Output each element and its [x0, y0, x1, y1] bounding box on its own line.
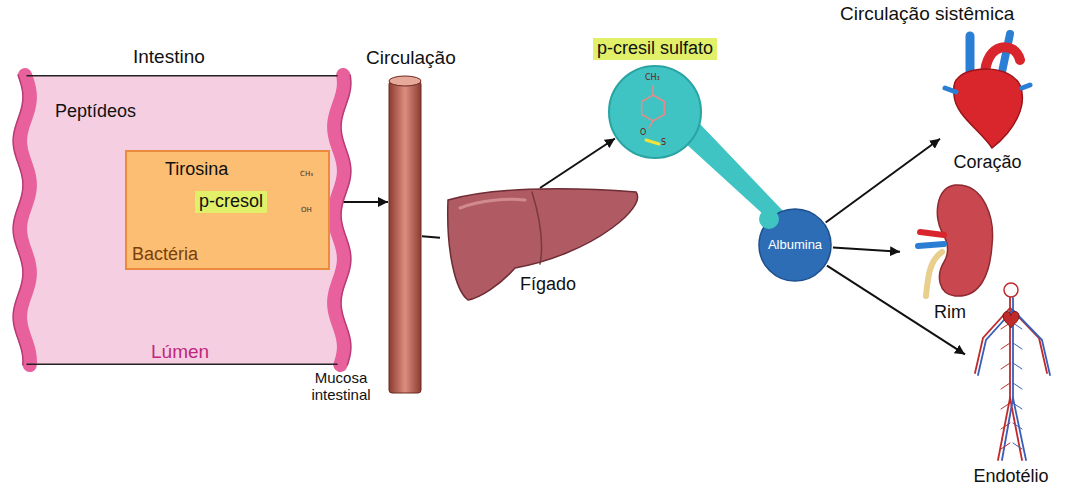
branch-line	[1013, 363, 1022, 369]
molecule-bond	[649, 121, 653, 128]
vein-line	[1002, 398, 1013, 460]
vena-cava	[966, 36, 975, 72]
molecule-name: p-cresol	[195, 191, 267, 213]
formula-label: O	[640, 129, 646, 138]
branch-line	[1013, 383, 1022, 389]
liver-lobe-line	[532, 192, 542, 264]
molecule-label: Peptídeos	[52, 100, 140, 124]
organ-label: Fígado	[520, 274, 576, 296]
lumen-fill	[27, 75, 338, 365]
branch-line	[1001, 443, 1010, 449]
sulfate-bond	[646, 140, 659, 144]
vessel-opening	[389, 76, 421, 86]
ureter	[926, 252, 942, 296]
branch-line	[1013, 403, 1022, 409]
flow-arrow	[826, 139, 940, 223]
formula-label: CH₃	[300, 171, 313, 179]
endo-shape	[965, 278, 1057, 490]
liver-organ: Fígado	[440, 188, 640, 303]
branch-line	[1013, 423, 1022, 429]
branch-line	[1001, 423, 1010, 429]
region-border	[27, 364, 337, 366]
bound-toxin-dot	[759, 209, 779, 229]
flow-arrow	[422, 236, 440, 237]
vessel-shape	[388, 75, 422, 395]
organ-label: Endotélio	[973, 466, 1048, 488]
kidney-shape	[937, 185, 992, 296]
kidney-organ: Rim	[900, 180, 1000, 330]
pulmonary-vessel	[945, 88, 956, 92]
molecule-name: Tirosina	[165, 159, 228, 181]
vein-line	[1013, 398, 1026, 460]
branch-line	[1013, 343, 1022, 349]
molecule-name: p-cresil sulfato	[593, 38, 717, 60]
renal-vein	[918, 244, 944, 246]
intestine-region: IntestinoLúmenPeptídeosBactériaTirosinap…	[15, 75, 350, 365]
wall-label: Mucosa intestinal	[298, 370, 384, 403]
head-vessels	[1004, 283, 1018, 297]
branch-line	[1001, 403, 1010, 409]
bubble-circle	[609, 66, 701, 158]
region-label: Lúmen	[151, 341, 209, 364]
pulmonary-vessel	[1022, 85, 1030, 88]
small-heart	[1003, 312, 1019, 329]
flow-arrow	[833, 247, 900, 251]
vessel-label: Circulação	[366, 47, 456, 70]
molecule-label: Tirosina	[162, 158, 232, 182]
organ-label: Rim	[934, 302, 966, 324]
branch-line	[1001, 363, 1010, 369]
vessel-tube	[389, 81, 421, 393]
intestinal-wall	[20, 75, 30, 365]
albumin-circle	[759, 209, 831, 281]
formula-label: OH	[301, 207, 312, 215]
branch-line	[1001, 383, 1010, 389]
section-title: Circulação sistêmica	[840, 4, 1014, 25]
molecule-name: Peptídeos	[55, 101, 136, 123]
vein-line	[1013, 310, 1050, 375]
wall-outline	[13, 75, 23, 365]
molecule-label: p-cresol	[192, 190, 320, 214]
branch-line	[1013, 443, 1022, 449]
formula-label: CH₃	[645, 74, 660, 83]
renal-artery	[920, 232, 944, 235]
protein-circle: Albumina	[757, 207, 833, 283]
blood-vessel: Circulação	[388, 75, 422, 395]
bacteria-label: Bactéria	[132, 244, 198, 266]
bacteria-box: Bactéria Tirosina p-cresol	[125, 150, 330, 270]
liver-highlight	[460, 199, 525, 208]
molecule-bond	[652, 86, 654, 95]
formula-label: S	[661, 139, 666, 148]
liver-shape	[448, 189, 638, 300]
wall-outline	[341, 75, 351, 365]
organ-label: Coração	[953, 152, 1021, 174]
flow-arrow	[540, 138, 615, 188]
region-border	[27, 75, 337, 77]
heart-organ: Coração	[940, 30, 1035, 178]
vascular-figure: Endotélio	[965, 278, 1057, 490]
branch-line	[1001, 343, 1010, 349]
heart-body	[954, 69, 1023, 148]
molecule-ring	[642, 95, 665, 121]
region-label: Intestino	[133, 46, 205, 69]
protein-label: Albumina	[768, 237, 822, 253]
